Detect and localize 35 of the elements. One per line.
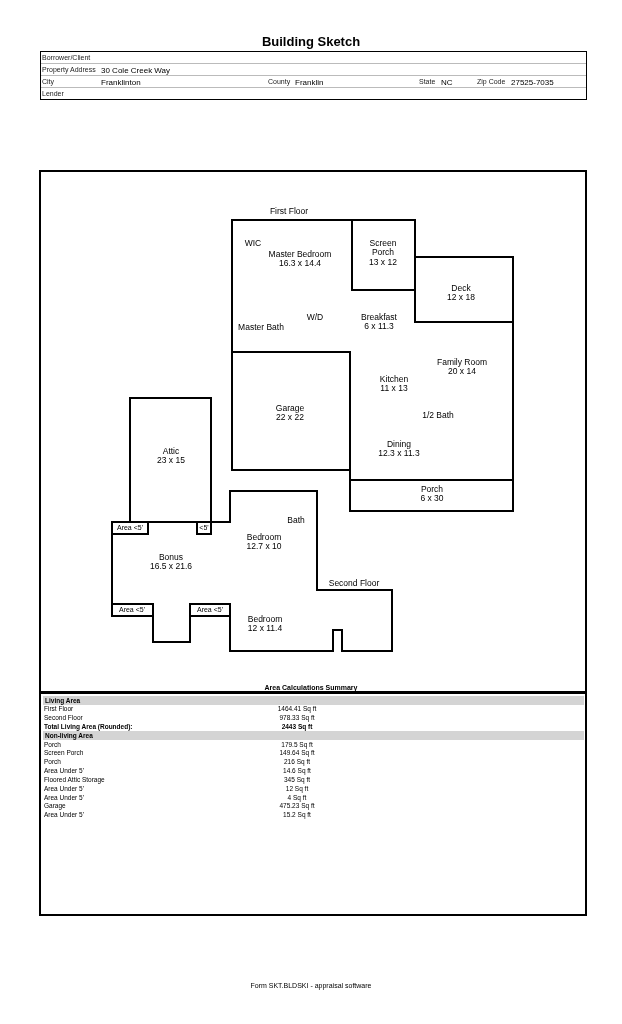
room-outline [112, 522, 148, 534]
room-label: Master Bedroom 16.3 x 14.4 [268, 250, 332, 269]
room-label: Deck 12 x 18 [447, 284, 475, 303]
room-label: Attic 23 x 15 [157, 447, 185, 466]
room-label: Bonus 16.5 x 21.6 [149, 553, 193, 572]
room-outline [112, 604, 153, 616]
room-outline [130, 398, 211, 522]
room-label: W/D [306, 313, 324, 323]
room-label: Second Floor [328, 579, 380, 589]
room-label: First Floor [269, 207, 309, 217]
room-label: WIC [244, 239, 262, 249]
room-label: Kitchen 11 x 13 [379, 375, 409, 394]
room-label: Family Room 20 x 14 [436, 358, 488, 377]
form-field-value: NC [441, 77, 453, 87]
room-outline [190, 604, 230, 616]
room-label: Bedroom 12 x 11.4 [247, 615, 283, 634]
room-label: Screen Porch 13 x 12 [369, 239, 397, 268]
room-label: Porch 6 x 30 [420, 485, 444, 504]
room-outline [350, 480, 513, 511]
room-outline [415, 257, 513, 322]
room-label: Breakfast 6 x 11.3 [361, 313, 397, 332]
form-field-value: 27525-7035 [511, 77, 554, 87]
room-label: 1/2 Bath [422, 411, 454, 421]
room-label: Bath [287, 516, 305, 526]
room-outline [352, 220, 415, 290]
form-field-value: 30 Cole Creek Way [101, 65, 171, 75]
room-outline [232, 352, 350, 470]
room-label: Bedroom 12.7 x 10 [246, 533, 282, 552]
form-field-value: Franklinton [101, 77, 141, 87]
room-label: Garage 22 x 22 [275, 404, 305, 423]
page-title: Building Sketch [261, 35, 361, 49]
room-label: Master Bath [238, 323, 284, 333]
room-label: Dining 12.3 x 11.3 [378, 440, 420, 459]
floor-outline [112, 491, 392, 651]
form-field-value: Franklin [295, 77, 324, 87]
